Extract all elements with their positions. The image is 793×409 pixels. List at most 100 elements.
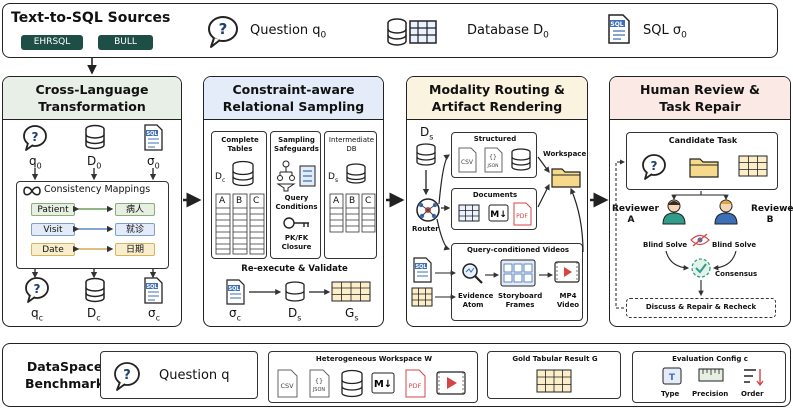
query-conditions-label: Query Conditions (271, 194, 322, 212)
stage3-title-line1: Modality Routing & (429, 82, 565, 97)
complete-tables-line2: Tables (227, 145, 253, 153)
complete-tables-label: Complete Tables (212, 136, 268, 154)
bench-pdf-icon: PDF (405, 369, 426, 398)
mapping-zh-date: 日期 (115, 243, 155, 256)
bench-db-icon (341, 369, 363, 398)
svg-text:SQL: SQL (228, 286, 240, 292)
database-icon (387, 18, 437, 46)
benchmark-panel: DataSpace Benchmark ? Question q Heterog… (2, 343, 791, 407)
svg-text:?: ? (651, 159, 658, 173)
question-q0-icon: ? (23, 125, 47, 151)
intermediate-ds-sub: s (334, 176, 339, 184)
stage3-ds-text: D (420, 125, 430, 139)
d0-label: D0 (87, 154, 101, 170)
complete-dc-text: D (215, 172, 222, 182)
repair-box: Discuss & Repair & Recheck (626, 298, 776, 318)
stage1-panel: Cross-Language Transformation ? SQL q0 D… (2, 76, 182, 327)
query-conditions-line1: Query (284, 194, 309, 202)
eval-order-label: Order (741, 390, 764, 398)
source-sql-sub: 0 (681, 30, 687, 41)
consensus-label: Consensus (715, 270, 758, 278)
structured-db-icon (511, 148, 531, 171)
reviewer-b-label: Reviewer B (751, 204, 793, 226)
sources-panel: Text-to-SQL Sources EHRSQL BULL ? Questi… (2, 3, 778, 58)
reviewer-b-line2: B (766, 215, 774, 225)
q0-sub: 0 (36, 161, 42, 171)
storyboard-line2: Frames (505, 301, 535, 309)
mp4-label: MP4 Video (554, 292, 582, 310)
complete-col-a: A (219, 196, 226, 206)
consistency-mappings-title: Consistency Mappings (44, 184, 151, 195)
reexec-sql-icon: SQL (226, 279, 245, 305)
candidate-task-label: Candidate Task (668, 136, 738, 145)
stage4-title-line2: Task Repair (659, 99, 741, 114)
intermediate-columns-grid (329, 193, 376, 233)
d0-text: D (87, 154, 97, 168)
mp4-video-icon (554, 261, 580, 283)
safeguards-label: Sampling Safeguards (271, 136, 322, 154)
csv-file-icon: CSV (458, 147, 477, 173)
workspace-folder-icon (551, 168, 581, 188)
mapping-en-visit: Visit (31, 223, 75, 236)
eval-type-label: Type (661, 390, 680, 398)
intermediate-col-b: B (349, 196, 356, 206)
complete-dc-sub: c (221, 176, 226, 184)
router-icon (416, 198, 440, 222)
stage2-panel: Constraint-aware Relational Sampling Com… (203, 76, 384, 327)
consensus-check-icon (691, 258, 711, 278)
pdf-file-icon: PDF (513, 202, 532, 226)
reviewer-b-line1: Reviewer (751, 204, 793, 214)
mp4-line1: MP4 (559, 292, 577, 300)
storyboard-label: Storyboard Frames (498, 292, 542, 310)
source-question-label: Question q0 (250, 23, 326, 41)
reviewer-a-line2: A (627, 215, 635, 225)
safeguards-line2: Safeguards (274, 145, 319, 153)
stage1-header: Cross-Language Transformation (3, 77, 181, 120)
stage3-video-arrows (435, 270, 457, 300)
structured-box: Structured CSV {} JSON (451, 132, 537, 178)
intermediate-db-icon (346, 163, 366, 184)
markdown-icon: M↓ (488, 204, 509, 222)
sql-sc-icon: SQL (144, 277, 163, 304)
evidence-line2: Atom (462, 301, 484, 309)
benchmark-gold-label: Gold Tabular Result G (512, 355, 598, 363)
stage2-header: Constraint-aware Relational Sampling (204, 77, 383, 120)
reexec-ds-text: D (288, 306, 298, 320)
router-label: Router (412, 225, 439, 233)
candidate-folder-icon (689, 158, 719, 178)
evidence-line1: Evidence (458, 292, 494, 300)
source-database-text: Database D (467, 23, 544, 38)
candidate-task-box: Candidate Task ? (626, 132, 778, 190)
benchmark-eval-box: Evaluation Config c T Type Precision Ord… (632, 351, 786, 403)
evidence-magnifier-icon (462, 263, 483, 284)
reexec-result-grid (331, 281, 371, 302)
stage1-internal-arrows (31, 168, 157, 279)
stage3-db-icon (416, 143, 436, 166)
pkfk-line1: PK/FK (284, 234, 309, 242)
mapping-zh-visit: 就诊 (115, 223, 155, 236)
svg-text:?: ? (123, 368, 131, 383)
benchmark-title-line1: DataSpace (26, 359, 103, 374)
question-bubble-icon: ? (208, 16, 238, 48)
mapping-zh-patient: 病人 (115, 203, 155, 216)
svg-text:SQL: SQL (146, 131, 158, 137)
workspace-label: Workspace (543, 150, 587, 158)
dataset-badge-bull: BULL (98, 35, 153, 50)
reexec-db-icon (285, 281, 305, 302)
query-conditions-line2: Conditions (275, 203, 318, 211)
reexec-arrows (249, 289, 331, 295)
q0-text: q (29, 154, 37, 168)
d0-sub: 0 (96, 161, 102, 171)
benchmark-title-line2: Benchmark (25, 376, 105, 391)
benchmark-eval-label: Evaluation Config c (672, 355, 748, 363)
structured-label: Structured (473, 135, 517, 143)
benchmark-question-icon: ? (114, 362, 140, 391)
videos-box: Query-conditioned Videos Evidence Atom (451, 243, 583, 321)
database-d0-icon (85, 124, 105, 150)
dataset-badge-ehrsql: EHRSQL (21, 35, 83, 50)
complete-dc-label: Dc (215, 172, 225, 184)
stage3-header: Modality Routing & Artifact Rendering (407, 77, 587, 120)
intermediate-db-box: Intermediate DB Ds A B C (324, 131, 377, 259)
sampling-safeguards-box: Sampling Safeguards Query Conditions PK/… (270, 131, 321, 259)
storyboard-line1: Storyboard (498, 292, 543, 300)
